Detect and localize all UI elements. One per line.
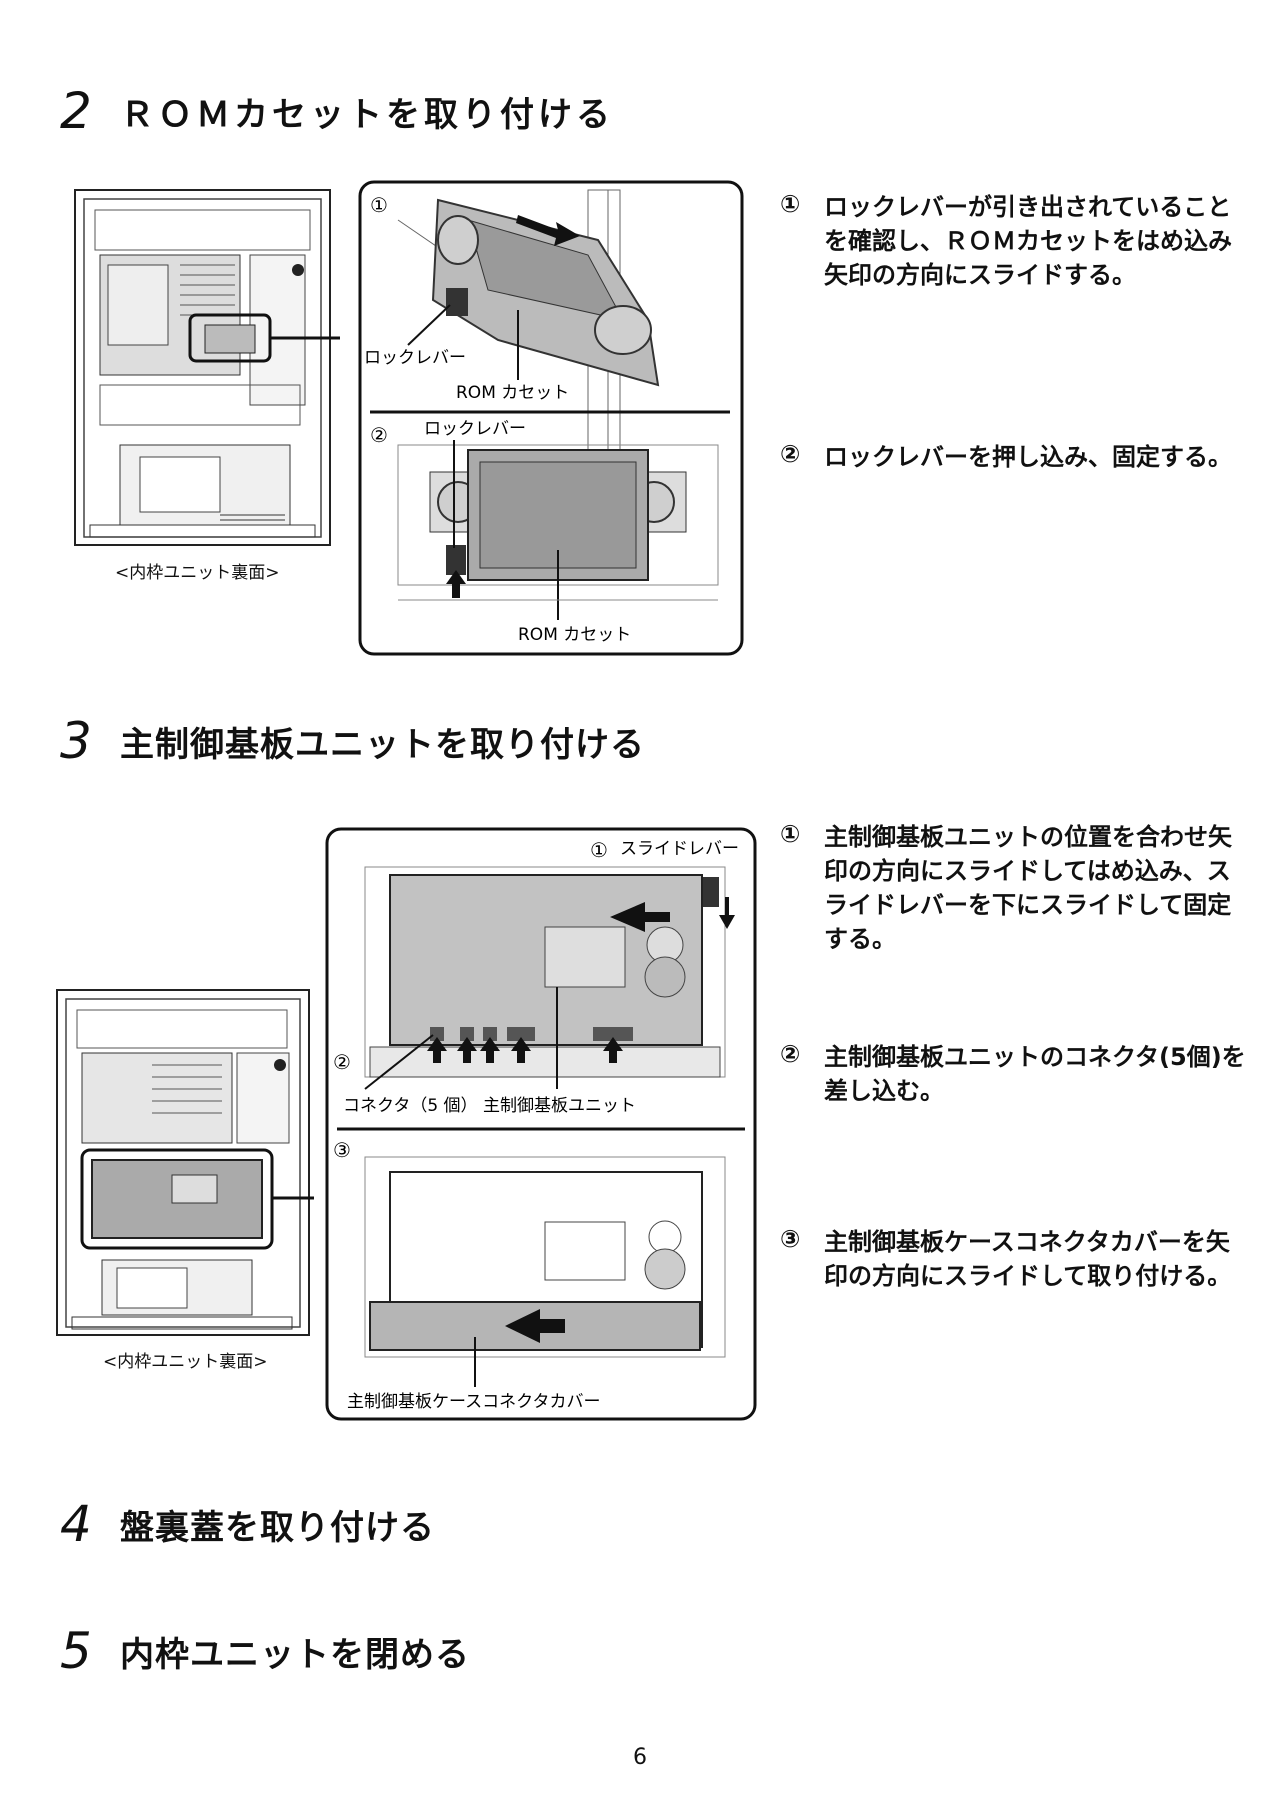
step2-instruction-2: ② ロックレバーを押し込み、固定する。 xyxy=(780,440,1250,474)
step3-instruction-1-mark: ① xyxy=(780,820,801,848)
step2-panel1-mark: ① xyxy=(370,193,388,217)
step3-instruction-3-text: 主制御基板ケースコネクタカバーを矢印の方向にスライドして取り付ける。 xyxy=(824,1228,1232,1290)
step3-overview-caption: <内枠ユニット裏面> xyxy=(103,1352,268,1372)
step3-instruction-2: ② 主制御基板ユニットのコネクタ(5個)を差し込む。 xyxy=(780,1040,1250,1108)
step3-panel2-mark: ② xyxy=(333,1050,351,1074)
step5-title: 内枠ユニットを閉める xyxy=(120,1634,470,1675)
step2-instruction-1-text: ロックレバーが引き出されていることを確認し、ＲＯＭカセットをはめ込み矢印の方向に… xyxy=(824,193,1232,289)
step3-unit-label: 主制御基板ユニット xyxy=(483,1096,636,1116)
step3-title: 主制御基板ユニットを取り付ける xyxy=(120,724,645,765)
step2-heading: 2 ＲＯＭカセットを取り付ける xyxy=(60,82,614,140)
step2-detail-figure: ① ロックレバー ROM カセット ② ロックレバー ROM カセット xyxy=(358,180,744,656)
step3-panel3-mark: ③ xyxy=(333,1138,351,1162)
step3-panel1-mark: ① xyxy=(590,838,608,862)
step2-instruction-2-mark: ② xyxy=(780,440,801,468)
step3-instruction-2-mark: ② xyxy=(780,1040,801,1068)
step2-title: ＲＯＭカセットを取り付ける xyxy=(120,94,614,135)
step4-title: 盤裏蓋を取り付ける xyxy=(120,1507,435,1548)
step2-number: 2 xyxy=(60,82,92,140)
step3-instruction-3-mark: ③ xyxy=(780,1225,801,1253)
step2-instruction-2-text: ロックレバーを押し込み、固定する。 xyxy=(824,443,1232,471)
step2-panel2-mark: ② xyxy=(370,423,388,447)
step2-lock-lever-label-1: ロックレバー xyxy=(364,348,466,368)
step3-instruction-2-text: 主制御基板ユニットのコネクタ(5個)を差し込む。 xyxy=(824,1043,1246,1105)
step2-instruction-1-mark: ① xyxy=(780,190,801,218)
step3-cover-label: 主制御基板ケースコネクタカバー xyxy=(347,1392,600,1412)
step3-number: 3 xyxy=(60,712,92,770)
step3-instruction-1-text: 主制御基板ユニットの位置を合わせ矢印の方向にスライドしてはめ込み、スライドレバー… xyxy=(824,823,1232,953)
step4-number: 4 xyxy=(60,1495,92,1553)
step2-rom-label-2: ROM カセット xyxy=(518,625,631,645)
step2-rom-label-1: ROM カセット xyxy=(456,383,569,403)
step2-overview-diagram xyxy=(74,189,340,546)
step5-number: 5 xyxy=(60,1622,92,1680)
step3-instruction-1: ① 主制御基板ユニットの位置を合わせ矢印の方向にスライドしてはめ込み、スライドレ… xyxy=(780,820,1250,956)
step5-heading: 5 内枠ユニットを閉める xyxy=(60,1622,470,1680)
step2-overview-caption: <内枠ユニット裏面> xyxy=(115,563,280,583)
step3-overview-diagram xyxy=(56,989,314,1336)
step3-instruction-3: ③ 主制御基板ケースコネクタカバーを矢印の方向にスライドして取り付ける。 xyxy=(780,1225,1250,1293)
step2-lock-lever-label-2: ロックレバー xyxy=(424,419,526,439)
step4-heading: 4 盤裏蓋を取り付ける xyxy=(60,1495,435,1553)
step3-detail-figure: ① スライドレバー ② コネクタ（5 個） 主制御基板ユニット ③ 主制御基板ケ… xyxy=(325,827,757,1421)
step3-slide-lever-label: スライドレバー xyxy=(620,839,739,859)
page-number: 6 xyxy=(633,1745,647,1770)
step3-connector-label: コネクタ（5 個） xyxy=(343,1096,478,1116)
step3-heading: 3 主制御基板ユニットを取り付ける xyxy=(60,712,645,770)
step2-instruction-1: ① ロックレバーが引き出されていることを確認し、ＲＯＭカセットをはめ込み矢印の方… xyxy=(780,190,1250,292)
